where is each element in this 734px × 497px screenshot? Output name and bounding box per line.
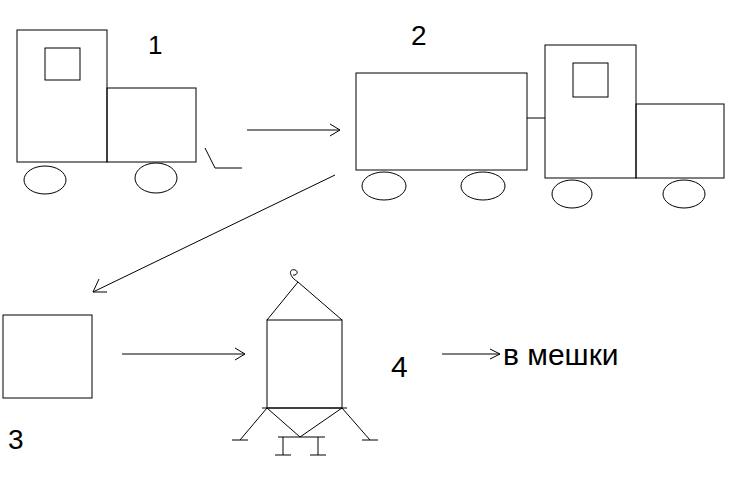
square-figure xyxy=(3,315,92,398)
silo-figure xyxy=(232,270,378,455)
note-label: в мешки xyxy=(503,340,619,370)
flow-arrow xyxy=(247,124,340,136)
callout-number: 1 xyxy=(148,32,162,58)
callout-number: 2 xyxy=(411,22,427,50)
flow-arrow xyxy=(93,175,335,292)
flow-arrow xyxy=(122,348,245,360)
flow-arrow xyxy=(442,349,500,359)
truck-trailer-figure xyxy=(356,45,724,208)
truck-figure xyxy=(17,30,242,194)
callout-number: 4 xyxy=(391,352,408,382)
callout-number: 3 xyxy=(8,426,24,454)
